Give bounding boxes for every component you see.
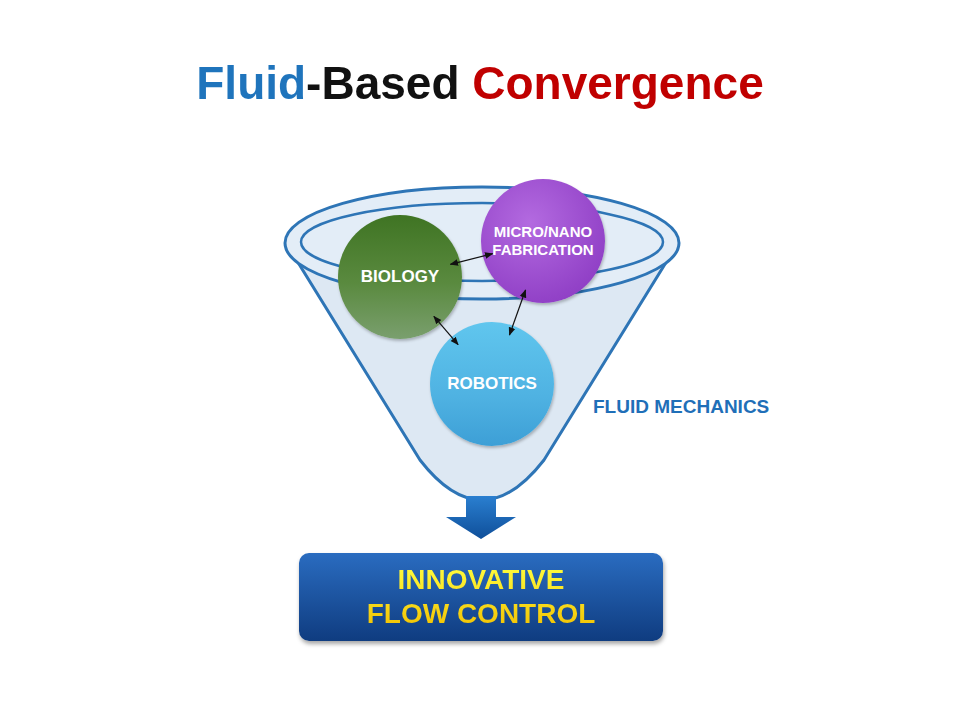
node-label: FLUID MECHANICS	[593, 396, 769, 418]
funnel-node: FLUID MECHANICSBIOLOGYMICRO/NANO FABRICA…	[280, 180, 690, 502]
title-row: Fluid-Based Convergence	[0, 58, 960, 109]
double-arrow	[434, 316, 458, 344]
node-label: MICRO/NANO FABRICATION	[485, 223, 601, 259]
diagram-title: Fluid-Based Convergence	[196, 58, 763, 109]
node-label: BIOLOGY	[342, 267, 458, 287]
block-arrow	[446, 496, 516, 539]
double-arrow	[450, 254, 492, 265]
node-label: ROBOTICS	[434, 374, 550, 394]
double-arrow	[509, 290, 525, 335]
topic-circle: BIOLOGY	[338, 215, 462, 339]
topic-circle: MICRO/NANO FABRICATION	[481, 179, 605, 303]
result-box: INNOVATIVE FLOW CONTROL	[299, 553, 663, 641]
topic-circle: ROBOTICS	[430, 322, 554, 446]
node-label: INNOVATIVE FLOW CONTROL	[359, 563, 604, 630]
